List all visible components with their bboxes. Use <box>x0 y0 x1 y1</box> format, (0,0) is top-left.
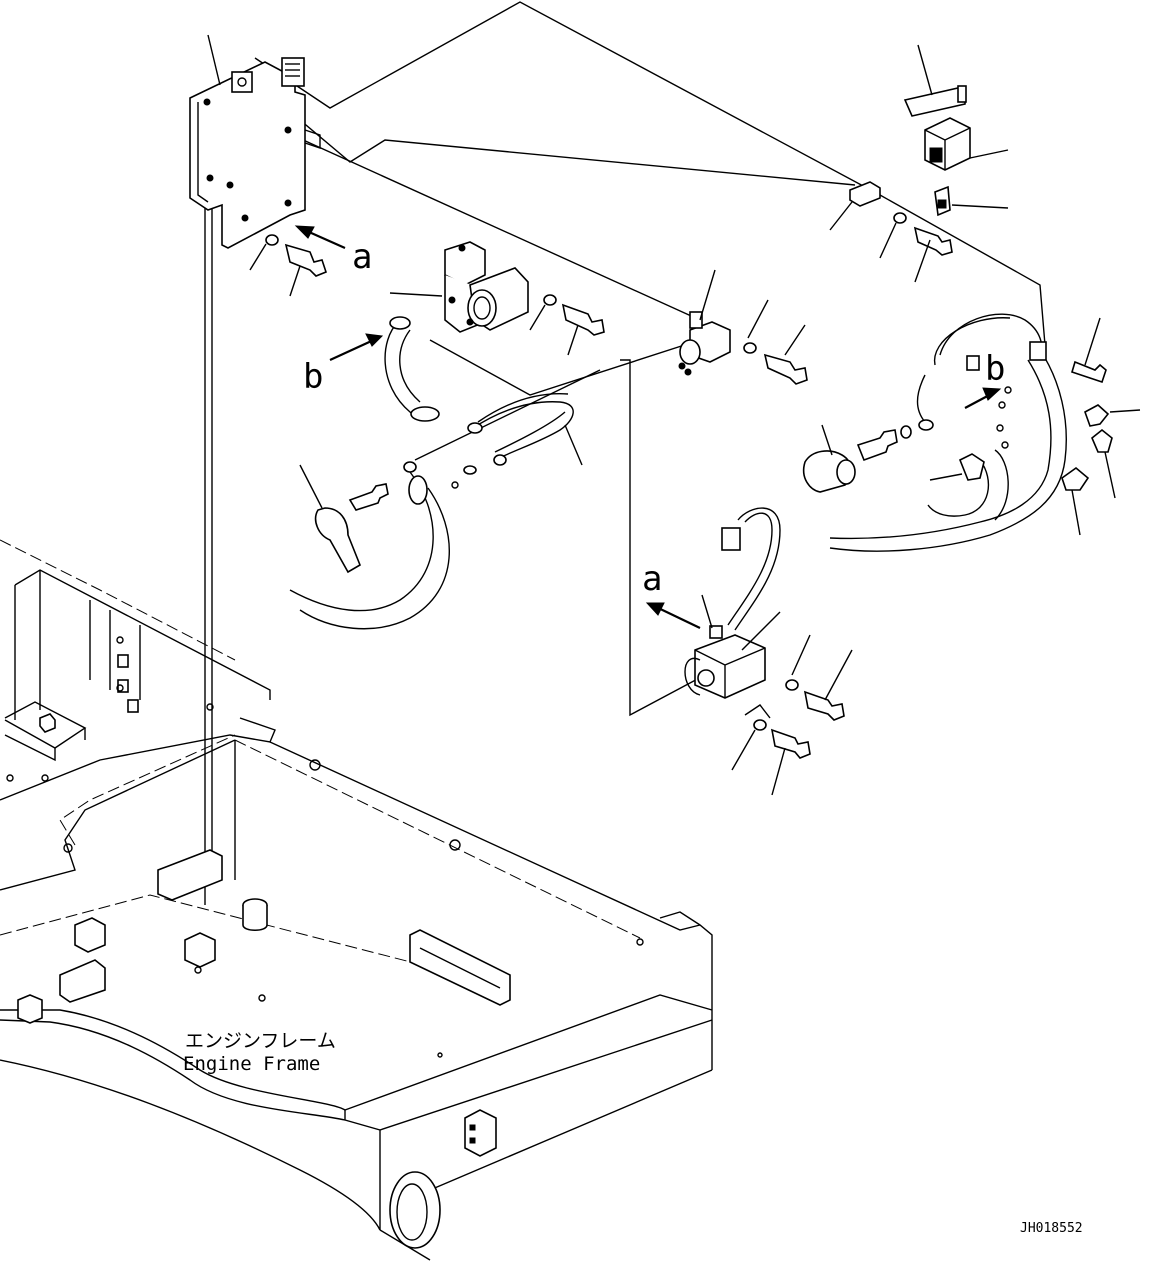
lower-bracket <box>849 181 881 207</box>
leader-relay <box>389 292 443 297</box>
bracket-tab <box>304 129 321 149</box>
terminal-boot-left <box>314 507 361 574</box>
centerline-solenoid <box>429 339 701 396</box>
bolt-right-upper <box>1071 360 1107 384</box>
battery-relay <box>389 241 605 356</box>
callout-b-left-group: b <box>303 333 384 397</box>
centerline-upper <box>299 119 856 186</box>
frame-label-japanese: エンジンフレーム <box>185 1030 336 1052</box>
washer-sensor-1 <box>785 679 799 691</box>
bracket-clip <box>231 71 253 93</box>
callout-a-bottom: a <box>642 559 662 599</box>
cap-3 <box>1061 466 1090 491</box>
centerline-top <box>254 1 1046 346</box>
washer-starter <box>743 342 757 354</box>
leader-boot-left <box>299 464 323 509</box>
washer-top-right <box>893 212 907 224</box>
ring-terminal-1 <box>389 316 411 330</box>
bracket-connector <box>281 57 305 87</box>
frame-stud-1 <box>74 917 106 953</box>
bolt-top-right <box>913 226 953 256</box>
leader-relay-cube <box>969 149 1009 159</box>
top-right-bracket-group <box>829 44 1009 283</box>
bolt-relay <box>561 303 605 336</box>
drawing-number: JH018552 <box>1020 1221 1083 1236</box>
main-hose <box>289 471 434 612</box>
frame-spacer <box>242 905 268 932</box>
starter-relay <box>678 269 808 385</box>
leader-sensor-body <box>741 611 781 651</box>
relay-cap <box>467 289 497 327</box>
frame-block-1 <box>157 849 223 901</box>
cap-2 <box>1091 428 1113 453</box>
hose-end <box>408 475 428 505</box>
leader-boot-right <box>821 424 833 456</box>
washer-sensor-2 <box>753 719 767 731</box>
washer-relay <box>543 294 557 306</box>
centerline-cable <box>414 369 601 461</box>
sensor-connector <box>721 527 741 551</box>
right-hose <box>829 349 1067 552</box>
harness-cable <box>469 401 574 461</box>
leader-upper-bracket <box>917 44 933 96</box>
bracket-edge <box>197 102 209 203</box>
battery-cable-left <box>289 316 583 630</box>
leader-lower-bracket <box>829 201 853 231</box>
leader-sensor-clip <box>701 594 713 629</box>
callout-b-right: b <box>985 349 1005 389</box>
sensor-body <box>694 634 766 699</box>
frame-block-2 <box>59 959 106 1003</box>
right-cable-assembly: b <box>802 313 1141 552</box>
bolt-sensor-1 <box>803 690 845 721</box>
frame-hidden-line-1 <box>0 539 236 661</box>
centerline-bottom-bolt <box>744 704 771 719</box>
frame-label-english: Engine Frame <box>183 1053 320 1075</box>
frame-front-face <box>659 911 713 1070</box>
frame-top-edge-left <box>14 569 271 700</box>
cap-1 <box>1084 404 1110 427</box>
upper-bracket <box>903 87 966 117</box>
frame-stud-2 <box>184 932 216 968</box>
bolt-bracket <box>284 243 327 277</box>
bolt-starter <box>763 353 808 385</box>
leader-harness <box>564 424 583 466</box>
leader-starter-relay <box>699 269 716 321</box>
sensor-wire <box>734 507 781 631</box>
lower-sensor-unit: a <box>642 507 853 796</box>
callout-a-top: a <box>352 237 372 277</box>
frame-top-plate <box>0 717 276 801</box>
frame-bottom-curve <box>0 1009 346 1111</box>
terminal-cover <box>958 453 985 481</box>
engine-frame <box>0 539 713 1261</box>
leader-bracket <box>207 34 221 86</box>
bolt-right-lower <box>856 429 898 462</box>
frame-hidden-line-2 <box>234 739 641 939</box>
washer-bracket <box>265 234 279 246</box>
starter-relay-tab <box>689 311 703 329</box>
ring-terminal-2 <box>410 406 440 422</box>
centerline-lower-box <box>620 359 706 717</box>
bolt-hose <box>348 483 389 511</box>
mounting-bracket: a <box>189 34 372 297</box>
frame-stud-front <box>464 1109 497 1157</box>
leader-fuse <box>951 204 1009 209</box>
frame-stud-3 <box>17 994 43 1024</box>
callout-b-left: b <box>303 357 323 397</box>
bolt-sensor-2 <box>770 728 811 759</box>
